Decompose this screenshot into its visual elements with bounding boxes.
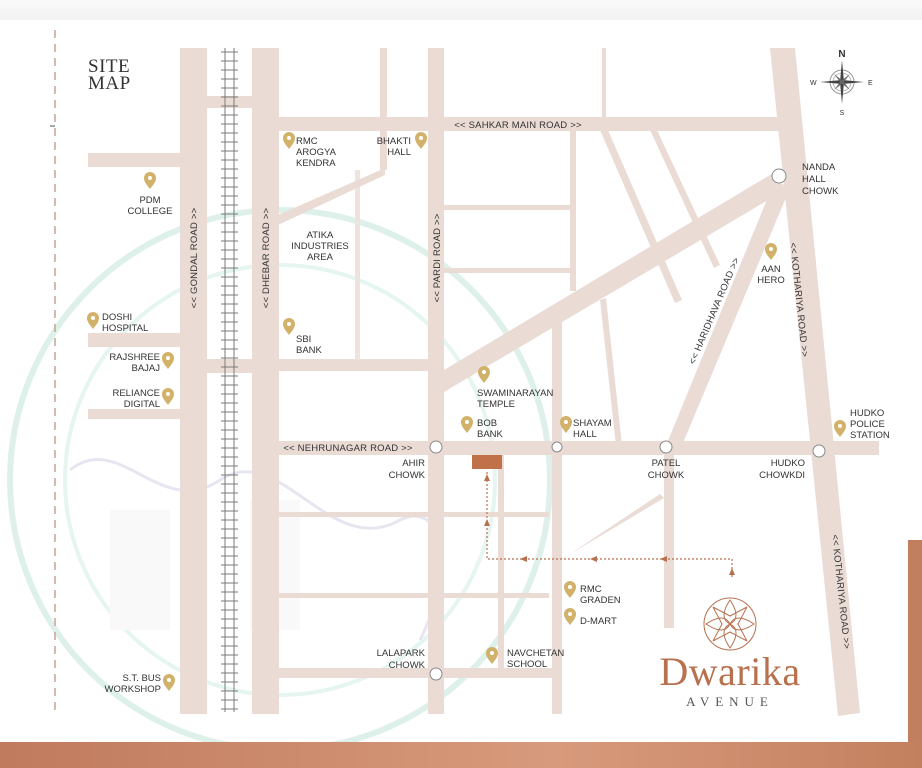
road-label-nehrunagar: << NEHRUNAGAR ROAD >> — [283, 443, 413, 454]
page-title: SITE MAP — [88, 56, 131, 94]
location-pin-icon — [144, 172, 156, 189]
svg-text:E: E — [868, 80, 873, 87]
brand-logo-icon — [703, 597, 757, 651]
location-pin-icon — [162, 352, 174, 369]
decor-bottom-band — [0, 742, 922, 768]
railway-track — [221, 48, 238, 712]
compass-rose-icon: N S E W — [810, 49, 873, 117]
roads — [88, 48, 879, 716]
brand-name: Dwarika — [659, 649, 801, 694]
brand-logo: Dwarika AVENUE — [640, 652, 820, 710]
location-pin-icon — [834, 420, 846, 437]
site-location-marker[interactable] — [472, 455, 502, 469]
road-label-dhebar: << DHEBAR ROAD >> — [261, 207, 272, 308]
brand-subtitle: AVENUE — [686, 694, 774, 709]
route-path — [486, 472, 733, 578]
svg-text:S: S — [840, 110, 845, 117]
location-pin-icon — [87, 312, 99, 329]
location-pin-icon — [283, 132, 295, 149]
road-label-pardi: << PARDI ROAD >> — [432, 213, 443, 302]
label-dmart: D-MART — [580, 616, 617, 627]
location-pin-icon — [283, 318, 295, 335]
location-pin-icon — [163, 674, 175, 691]
location-pin-icon — [478, 366, 490, 383]
location-pin-icon — [560, 416, 572, 433]
top-shade — [0, 0, 922, 20]
road-label-gondal: << GONDAL ROAD >> — [189, 207, 200, 308]
location-pin-icon — [765, 243, 777, 260]
svg-text:W: W — [810, 80, 817, 87]
landmark-pins — [87, 132, 846, 691]
route-arrows — [484, 474, 735, 575]
location-pin-icon — [564, 608, 576, 625]
chowk-markers — [429, 168, 826, 681]
location-pin-icon — [461, 416, 473, 433]
road-label-sahkar: << SAHKAR MAIN ROAD >> — [454, 120, 582, 131]
decor-right-band — [908, 540, 922, 768]
location-pin-icon — [486, 647, 498, 664]
location-pin-icon — [162, 388, 174, 405]
location-pin-icon — [415, 132, 427, 149]
svg-text:N: N — [838, 49, 845, 60]
chowk-marker-nanda — [771, 168, 787, 184]
location-pin-icon — [564, 581, 576, 598]
